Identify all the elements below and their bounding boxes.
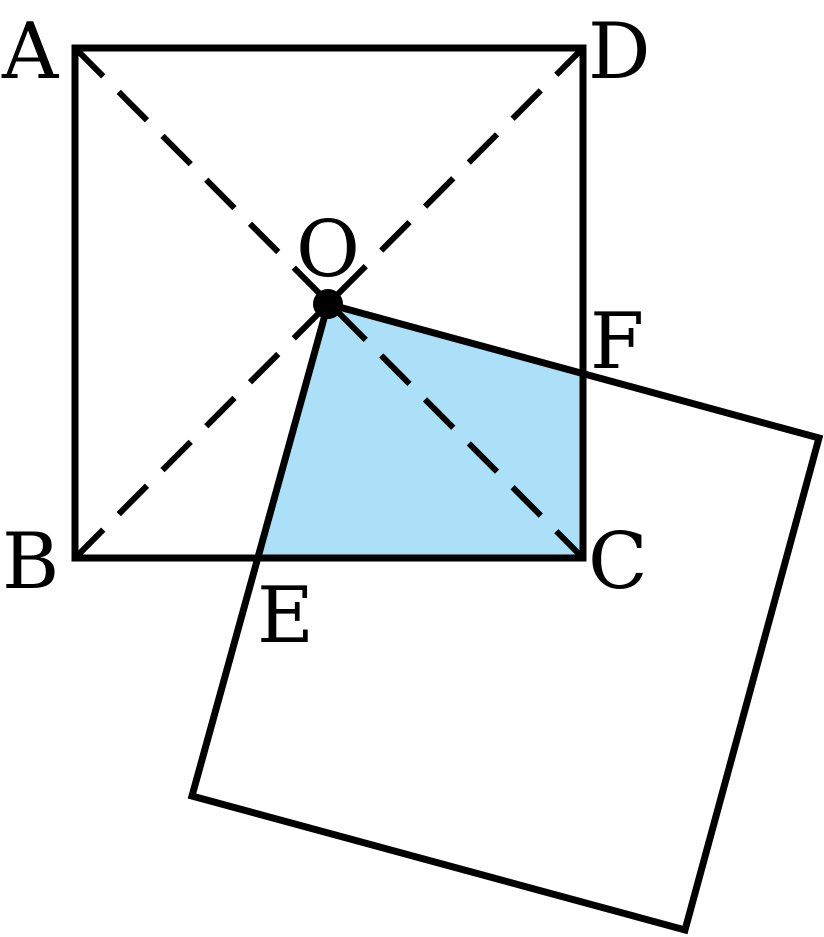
rotated-square — [187, 299, 824, 935]
label-B: B — [2, 517, 59, 607]
label-D: D — [588, 7, 651, 97]
center-point-O — [313, 289, 343, 319]
label-F: F — [590, 297, 644, 387]
shaded-region-OECF — [259, 304, 583, 558]
label-O: O — [296, 205, 360, 295]
label-E: E — [257, 571, 314, 661]
label-C: C — [588, 517, 648, 607]
label-A: A — [1, 7, 60, 97]
square-ABCD — [71, 44, 587, 562]
